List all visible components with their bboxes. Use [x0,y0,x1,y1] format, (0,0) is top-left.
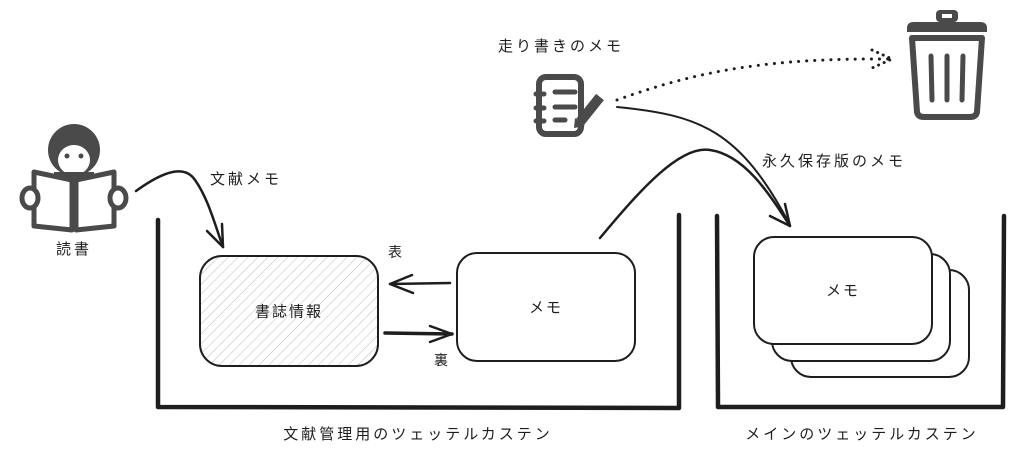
memo-stack [753,236,970,378]
front-arrow [388,273,452,295]
permanent-note-label: 永久保存版のメモ [762,152,907,170]
permanent-note-arrow [598,148,792,240]
back-label: 裏 [434,353,451,369]
main-zettelkasten-container [714,213,1007,410]
literature-memo-box-label: メモ [528,298,564,317]
notepad-pencil-icon [533,74,604,137]
discard-arrow [615,48,896,102]
literature-memo-box[interactable] [456,252,636,362]
bibliography-box-label: 書誌情報 [254,302,324,321]
literature-note-arrow [134,170,225,249]
back-arrow [383,324,454,344]
scratch-to-main-arrow [616,106,791,226]
reader-label: 読書 [55,240,93,258]
main-zettelkasten-label: メインのツェッテルカステン [745,425,979,443]
bibliography-box[interactable] [199,255,379,367]
memo-stack-label: メモ [825,281,861,300]
scratch-note-label: 走り書きのメモ [498,37,625,55]
front-label: 表 [388,245,405,261]
person-reading-icon [19,124,129,233]
literature-zettelkasten-label: 文献管理用のツェッテルカステン [283,425,553,443]
literature-note-label: 文献メモ [210,170,283,188]
trash-can-icon [907,10,987,120]
memo-card-front[interactable] [753,236,933,345]
literature-zettelkasten-container [155,212,682,411]
